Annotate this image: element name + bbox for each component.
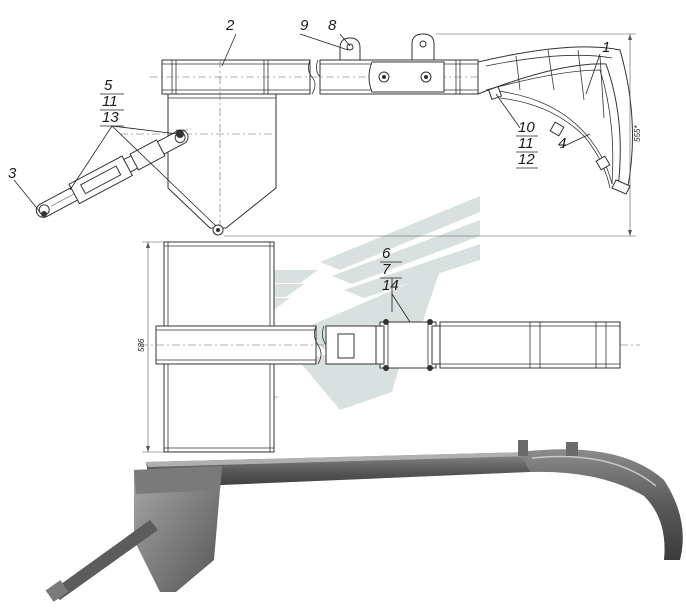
callout-3: 3 (8, 165, 17, 182)
dimension-width: 586 (137, 338, 146, 352)
side-view (35, 33, 636, 237)
callout-5: 5 (104, 77, 113, 94)
callout-14: 14 (382, 277, 399, 294)
plan-view (140, 241, 640, 453)
callout-6: 6 (382, 245, 391, 262)
product-photo (45, 440, 683, 602)
callout-13: 13 (102, 109, 119, 126)
callout-1: 1 (602, 39, 610, 56)
callout-10: 10 (518, 119, 535, 136)
callout-7: 7 (382, 261, 391, 278)
callout-8: 8 (328, 17, 337, 34)
callout-2: 2 (225, 17, 235, 34)
callout-11-left: 11 (102, 93, 118, 110)
dimension-height: 555* (633, 125, 642, 142)
callout-9: 9 (300, 17, 309, 34)
callout-4: 4 (558, 135, 566, 152)
leader-lines (13, 33, 601, 323)
callout-12: 12 (518, 151, 535, 168)
callout-11-right: 11 (518, 135, 534, 152)
